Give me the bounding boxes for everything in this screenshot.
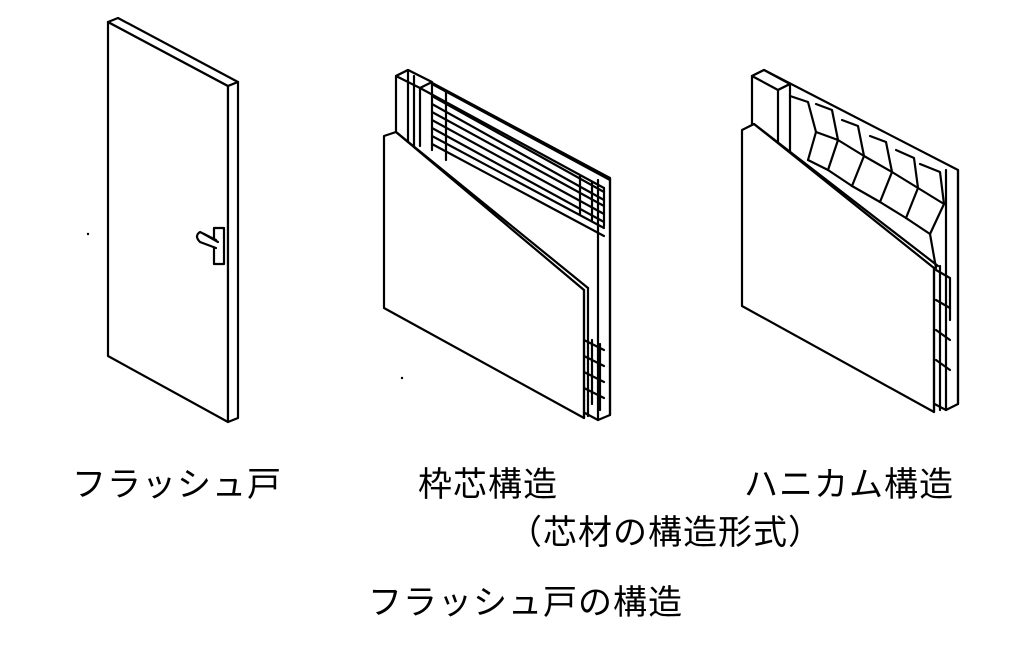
- door-handle-icon: [195, 226, 226, 266]
- flush-door-label: フラッシュ戸: [72, 465, 282, 505]
- honeycomb-illustration: [740, 68, 960, 414]
- honeycomb-label: ハニカム構造: [744, 465, 954, 505]
- core-structure-note: （芯材の構造形式）: [508, 513, 823, 553]
- frame-core-label: 枠芯構造: [418, 465, 558, 505]
- flush-door-illustration: [106, 16, 240, 424]
- frame-core-illustration: [382, 68, 612, 422]
- figure-title: フラッシュ戸の構造: [368, 583, 683, 623]
